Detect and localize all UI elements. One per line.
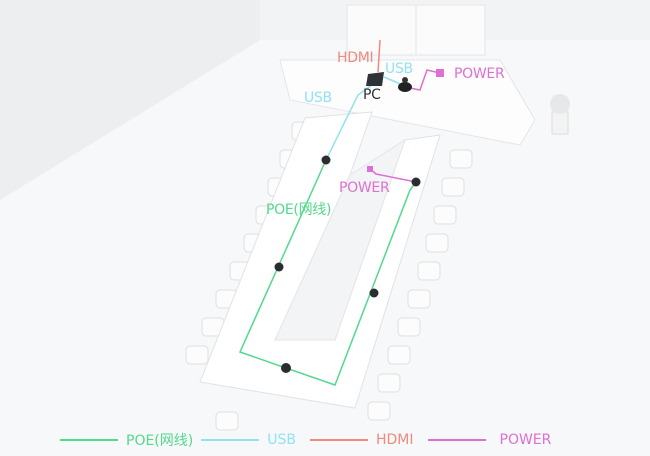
credenza xyxy=(279,59,536,146)
legend: POE(网线) USB HDMI POWER xyxy=(60,430,559,450)
microphone-icon xyxy=(411,177,421,187)
legend-power-line xyxy=(427,439,486,441)
legend-poe-line xyxy=(60,439,118,441)
legend-hdmi-label: HDMI xyxy=(375,432,414,448)
hdmi-cable xyxy=(377,39,381,73)
pc-icon xyxy=(366,72,384,86)
microphone-icon xyxy=(321,155,331,165)
chairs-right xyxy=(367,149,473,421)
microphone-icon xyxy=(369,288,379,298)
camera-icon xyxy=(398,77,412,92)
legend-hdmi-line xyxy=(309,439,368,441)
power-plug-icon xyxy=(367,166,373,172)
plant-icon xyxy=(550,94,570,135)
power-plug-icon xyxy=(436,69,444,77)
microphones xyxy=(274,155,421,373)
legend-usb-label: USB xyxy=(267,432,296,448)
power-label-mid: POWER xyxy=(339,180,390,196)
hdmi-label: HDMI xyxy=(337,50,374,66)
power-label-top: POWER xyxy=(454,66,505,82)
table-center-gap xyxy=(274,138,406,341)
usb-cable-to-mic xyxy=(325,84,373,161)
legend-usb-line xyxy=(201,439,260,441)
legend-poe-label: POE(网线) xyxy=(126,433,194,449)
poe-label: POE(网线) xyxy=(266,202,332,218)
legend-power-label: POWER xyxy=(499,432,552,448)
microphone-icon xyxy=(274,262,284,272)
power-cable-camera xyxy=(409,69,441,91)
pc-label: PC xyxy=(363,87,381,103)
microphone-icon xyxy=(281,363,291,373)
usb-label-left: USB xyxy=(304,90,332,106)
usb-label-top: USB xyxy=(385,61,413,77)
left-wall xyxy=(0,0,260,200)
poe-cable xyxy=(238,159,417,386)
